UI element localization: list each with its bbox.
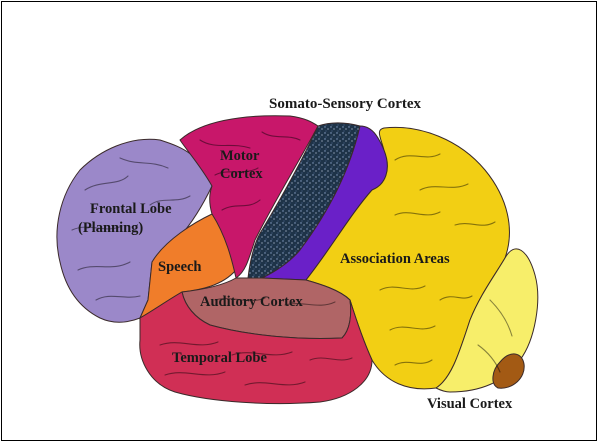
label-frontal-line1: Frontal Lobe: [90, 201, 172, 217]
label-visual-cortex: Visual Cortex: [427, 396, 513, 412]
label-somatosensory-cortex: Somato-Sensory Cortex: [269, 96, 422, 112]
label-auditory-cortex: Auditory Cortex: [200, 294, 303, 310]
label-temporal-lobe: Temporal Lobe: [172, 350, 267, 366]
label-association-areas: Association Areas: [340, 251, 450, 267]
label-motor-line1: Motor: [220, 148, 260, 164]
label-motor-line2: Cortex: [220, 166, 263, 182]
label-speech: Speech: [158, 259, 202, 275]
label-frontal-line2: (Planning): [78, 220, 143, 236]
